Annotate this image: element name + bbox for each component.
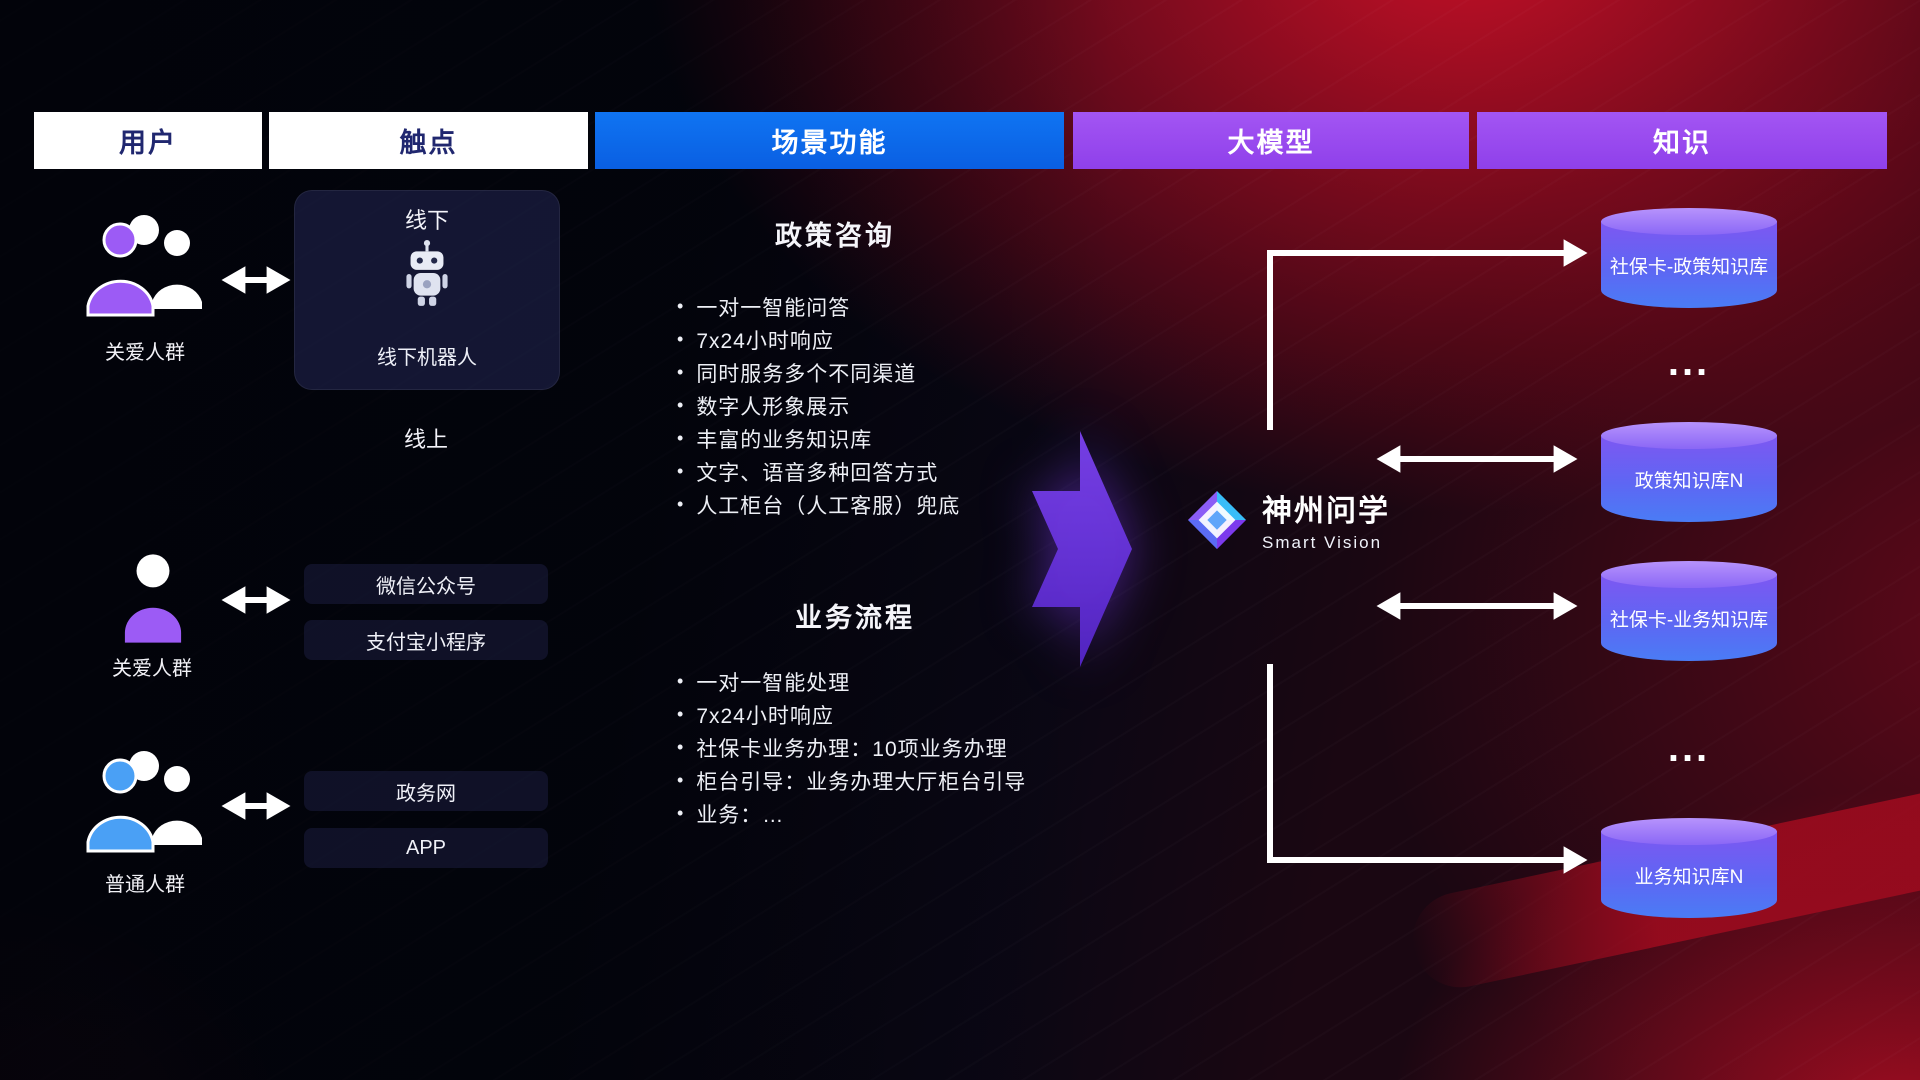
user-general-label: 普通人群 [105,874,185,896]
database-cylinder-top [1601,818,1777,845]
list-item: 7x24小时响应 [677,323,960,356]
users-group-icon [80,210,210,330]
robot-icon [404,239,450,316]
knowledge-db-business-n: 业务知识库N [1601,818,1777,918]
knowledge-db-policy-sscard: 社保卡-政策知识库 [1601,208,1777,308]
database-cylinder-icon [1601,221,1777,308]
list-item: 柜台引导：业务办理大厅柜台引导 [677,764,1026,797]
list-item: 一对一智能处理 [677,665,1026,698]
offline-touchpoint-card: 线下 线下机器人 [294,190,560,390]
diamond-logo-icon [1187,490,1247,549]
scenario-policy-list: 一对一智能问答 7x24小时响应 同时服务多个不同渠道 数字人形象展示 丰富的业… [677,290,960,521]
database-cylinder-icon [1601,574,1777,661]
users-group-icon-blue [80,746,210,866]
database-cylinder-top [1601,561,1777,588]
big-flow-arrow-icon [1032,431,1132,672]
column-header-knowledge: 知识 [1477,112,1887,169]
column-header-scenarios: 场景功能 [595,112,1064,169]
channel-alipay: 支付宝小程序 [304,620,548,660]
list-item: 数字人形象展示 [677,389,960,422]
knowledge-db-label: 业务知识库N [1634,867,1744,889]
knowledge-db-policy-n: 政策知识库N [1601,422,1777,522]
list-item: 同时服务多个不同渠道 [677,356,960,389]
knowledge-db-label: 社保卡-政策知识库 [1609,257,1769,279]
online-title: 线上 [403,427,448,452]
model-name: 神州问学 [1262,495,1390,528]
user-icon [122,548,184,653]
scenario-title-policy: 政策咨询 [775,221,895,251]
knowledge-db-business-sscard: 社保卡-业务知识库 [1601,561,1777,661]
list-item: 人工柜台（人工客服）兜底 [677,488,960,521]
channel-gov-web: 政务网 [304,771,548,811]
scenario-business-list: 一对一智能处理 7x24小时响应 社保卡业务办理：10项业务办理 柜台引导：业务… [677,665,1026,830]
scenario-title-business: 业务流程 [795,603,915,633]
list-item: 一对一智能问答 [677,290,960,323]
database-cylinder-top [1601,208,1777,235]
user-group-label: 关爱人群 [105,342,185,364]
list-item: 文字、语音多种回答方式 [677,455,960,488]
list-item: 社保卡业务办理：10项业务办理 [677,731,1026,764]
database-cylinder-icon [1601,831,1777,918]
channel-app: APP [304,828,548,868]
knowledge-db-label: 社保卡-业务知识库 [1609,610,1769,632]
column-header-model: 大模型 [1073,112,1469,169]
offline-robot-label: 线下机器人 [377,347,477,369]
user-single-label: 关爱人群 [112,658,192,680]
column-header-touchpoints: 触点 [269,112,588,169]
database-cylinder-icon [1601,435,1777,522]
column-header-users: 用户 [34,112,262,169]
database-cylinder-top [1601,422,1777,449]
list-item: 7x24小时响应 [677,698,1026,731]
model-subtitle: Smart Vision [1262,533,1383,552]
list-item: 丰富的业务知识库 [677,422,960,455]
list-item: 业务：… [677,797,1026,830]
ellipsis-indicator: ... [1667,726,1711,770]
ellipsis-indicator: ... [1667,340,1711,384]
channel-wechat: 微信公众号 [304,564,548,604]
offline-title: 线下 [404,208,449,233]
knowledge-db-label: 政策知识库N [1634,471,1744,493]
model-logo: 神州问学 Smart Vision [1186,486,1390,553]
